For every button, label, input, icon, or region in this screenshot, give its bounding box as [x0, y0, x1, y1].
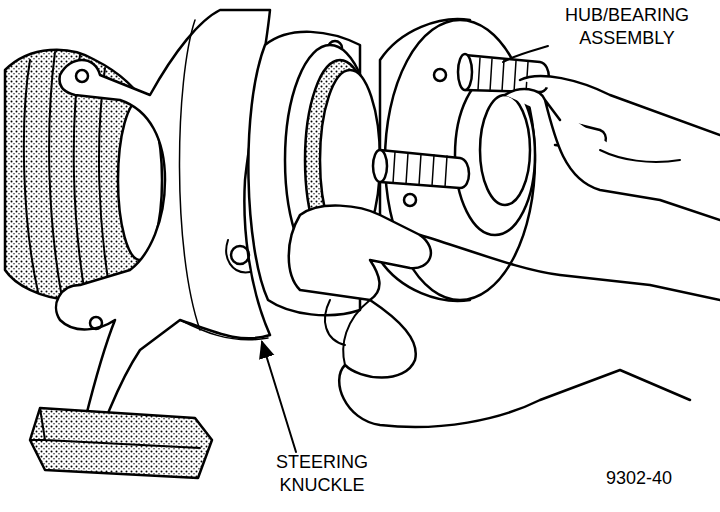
part-label: STEERING KNUCKLE — [262, 451, 382, 497]
figure-number: 9302-40 — [584, 467, 694, 490]
part-label: HUB/BEARING ASSEMBLY — [552, 4, 702, 50]
